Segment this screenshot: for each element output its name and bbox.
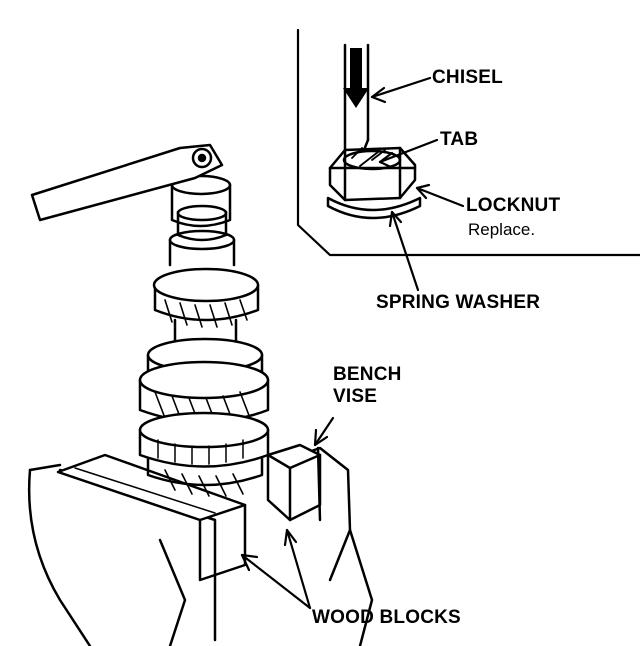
bench-label: BENCH <box>333 364 402 385</box>
locknut <box>326 146 422 220</box>
wood-blocks-label: WOOD BLOCKS <box>312 607 461 628</box>
inset-leaders <box>370 76 465 292</box>
spring-washer-label: SPRING WASHER <box>376 292 541 313</box>
main-leaders <box>240 416 335 610</box>
vise-label: VISE <box>333 386 378 407</box>
socket-wrench <box>30 143 224 222</box>
locknut-note: Replace. <box>468 220 536 239</box>
tab-label: TAB <box>440 129 479 150</box>
chisel-label: CHISEL <box>432 67 503 88</box>
gear-shaft <box>138 174 270 497</box>
wood-block-left <box>56 453 247 582</box>
locknut-label: LOCKNUT <box>466 195 561 216</box>
wood-block-right <box>266 443 322 522</box>
inset-panel <box>296 28 640 257</box>
